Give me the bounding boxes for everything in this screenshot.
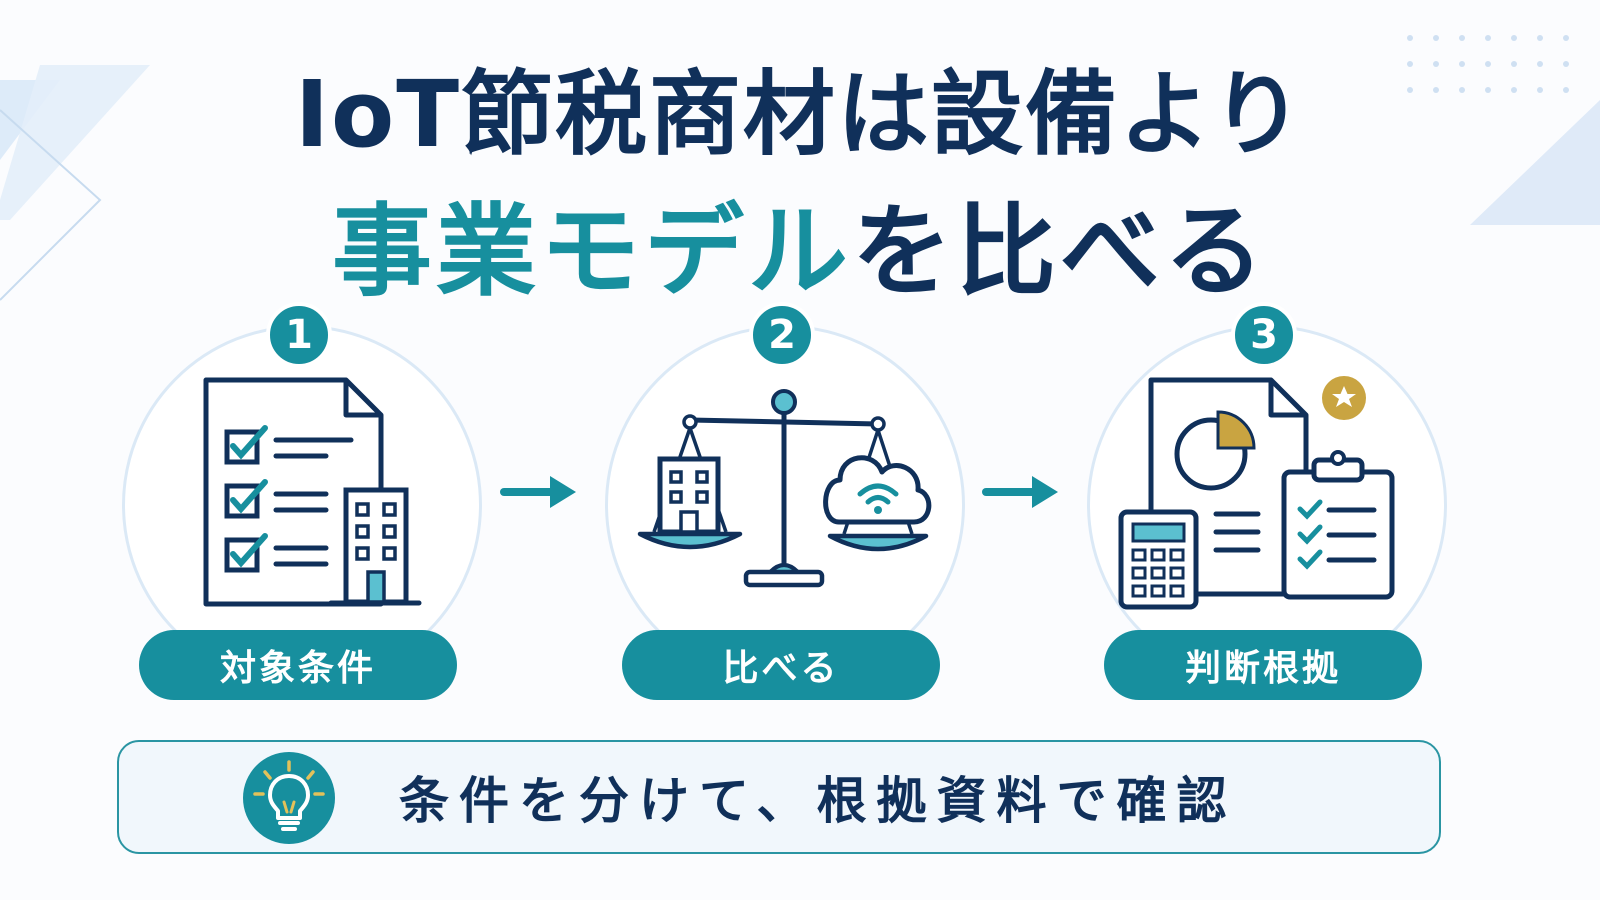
step-label-pill: 判断根拠 — [1104, 630, 1422, 700]
title-rest-text: を比べる — [852, 193, 1268, 310]
arrow-right-icon — [500, 476, 576, 508]
step-number-badge: 3 — [1231, 302, 1297, 368]
step-1: 1 対象条件 — [111, 300, 491, 720]
checklist-document-building-icon — [203, 377, 422, 607]
title-line-2: 事業モデルを比べる — [0, 170, 1600, 315]
balance-scale-building-cloud-icon — [637, 389, 932, 588]
step-number-badge: 2 — [749, 302, 815, 368]
step-label-pill: 対象条件 — [139, 630, 457, 700]
summary-box: 条件を分けて、根拠資料で確認 — [117, 740, 1441, 854]
arrow-right-icon — [982, 476, 1058, 508]
step-2: 2 比べる — [594, 300, 974, 720]
step-number-badge: 1 — [266, 302, 332, 368]
lightbulb-icon — [243, 752, 335, 844]
title-accent-text: 事業モデル — [332, 193, 852, 310]
report-calculator-clipboard-icon — [1118, 376, 1395, 610]
title-line-1: IoT節税商材は設備より — [294, 61, 1306, 168]
summary-text: 条件を分けて、根拠資料で確認 — [399, 772, 1237, 830]
step-label-pill: 比べる — [622, 630, 940, 700]
step-3: 3 判断根拠 — [1076, 300, 1456, 720]
